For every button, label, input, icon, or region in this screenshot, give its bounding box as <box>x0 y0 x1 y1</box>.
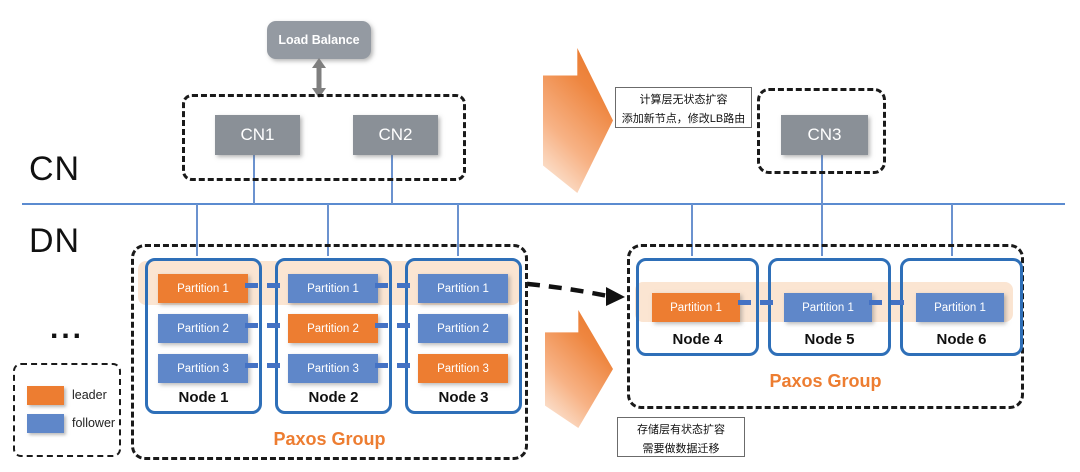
connector-line-node6 <box>951 204 953 256</box>
cn-layer-label: CN <box>29 150 81 188</box>
partition-box: Partition 2 <box>158 314 248 343</box>
left-paxos-group-box: Partition 1 Partition 2 Partition 3 Node… <box>131 244 528 460</box>
partition-label: Partition 2 <box>437 322 489 335</box>
connector-line-node4 <box>691 204 693 256</box>
cn1-label: CN1 <box>240 125 275 144</box>
partition-label: Partition 2 <box>177 322 229 335</box>
node1-label: Node 1 <box>178 389 229 406</box>
storage-scale-note-line2: 需要做数据迁移 <box>642 443 720 456</box>
follower-swatch-icon <box>27 414 64 433</box>
double-arrow-icon <box>312 58 326 98</box>
partition-box: Partition 1 <box>652 293 740 322</box>
node5-box: Partition 1 Node 5 <box>768 258 891 356</box>
compute-scale-note-line2: 添加新节点，修改LB路由 <box>621 113 746 126</box>
node3-box: Partition 1 Partition 2 Partition 3 Node… <box>405 258 522 414</box>
node1-box: Partition 1 Partition 2 Partition 3 Node… <box>145 258 262 414</box>
connector-line-node3 <box>457 204 459 256</box>
partition-label: Partition 1 <box>177 282 229 295</box>
partition-label: Partition 2 <box>307 322 359 335</box>
connector-line-node2 <box>327 204 329 256</box>
right-paxos-group-title: Paxos Group <box>769 371 882 391</box>
cn3-label: CN3 <box>807 125 842 144</box>
partition-box: Partition 3 <box>418 354 508 383</box>
partition-label: Partition 3 <box>437 362 489 375</box>
node2-label: Node 2 <box>308 389 359 406</box>
partition-label: Partition 1 <box>934 301 986 314</box>
left-paxos-group-title: Paxos Group <box>273 429 386 449</box>
node3-label: Node 3 <box>438 389 489 406</box>
right-paxos-group-box: Partition 1 Node 4 Partition 1 Node 5 Pa… <box>627 244 1024 409</box>
connector-line-node5 <box>821 204 823 256</box>
partition-box: Partition 2 <box>418 314 508 343</box>
cn-dn-divider-line <box>22 203 1065 205</box>
compute-scale-note-line1: 计算层无状态扩容 <box>639 94 728 106</box>
partition-label: Partition 3 <box>307 362 359 375</box>
load-balancer-label: Load Balance <box>278 33 360 47</box>
partition-label: Partition 3 <box>177 362 229 375</box>
leader-legend-label: leader <box>72 388 107 402</box>
follower-legend-label: follower <box>72 416 116 430</box>
connector-line-node1 <box>196 204 198 256</box>
partition-box: Partition 1 <box>916 293 1004 322</box>
partition-box: Partition 2 <box>288 314 378 343</box>
partition-box: Partition 3 <box>158 354 248 383</box>
replication-connector <box>738 300 781 305</box>
node4-label: Node 4 <box>672 331 723 348</box>
replication-connector <box>869 300 913 305</box>
legend-box: leader follower <box>13 363 121 457</box>
replication-connector <box>245 363 285 368</box>
partition-box: Partition 3 <box>288 354 378 383</box>
replication-connector <box>375 283 415 288</box>
replication-connector <box>375 323 415 328</box>
node2-box: Partition 1 Partition 2 Partition 3 Node… <box>275 258 392 414</box>
partition-box: Partition 1 <box>158 274 248 303</box>
partition-box: Partition 1 <box>288 274 378 303</box>
storage-scale-note: 存储层有状态扩容 需要做数据迁移 <box>617 417 745 457</box>
partition-label: Partition 1 <box>802 301 854 314</box>
connector-line-cn3 <box>821 152 823 204</box>
dn-layer-label: DN <box>29 222 81 260</box>
partition-box: Partition 1 <box>418 274 508 303</box>
node6-box: Partition 1 Node 6 <box>900 258 1023 356</box>
compute-scale-arrow-icon <box>543 48 613 193</box>
more-nodes-ellipsis: ... <box>50 312 85 345</box>
cn3-box: CN3 <box>781 115 868 155</box>
storage-scale-note-line1: 存储层有状态扩容 <box>637 424 725 436</box>
partition-box: Partition 1 <box>784 293 872 322</box>
partition-label: Partition 1 <box>437 282 489 295</box>
compute-scale-note: 计算层无状态扩容 添加新节点，修改LB路由 <box>615 87 752 128</box>
cn2-label: CN2 <box>378 125 413 144</box>
replication-connector <box>245 283 285 288</box>
node4-box: Partition 1 Node 4 <box>636 258 759 356</box>
storage-scale-arrow-icon <box>545 310 613 428</box>
node6-label: Node 6 <box>936 331 987 348</box>
partition-label: Partition 1 <box>670 301 722 314</box>
leader-swatch-icon <box>27 386 64 405</box>
replication-connector <box>245 323 285 328</box>
partition-label: Partition 1 <box>307 282 359 295</box>
load-balancer-box: Load Balance <box>267 21 371 59</box>
cn-group-box: CN1 CN2 <box>182 94 466 181</box>
replication-connector <box>375 363 415 368</box>
cn3-group-box: CN3 <box>757 88 886 174</box>
node5-label: Node 5 <box>804 331 855 348</box>
cn1-box: CN1 <box>215 115 300 155</box>
cn2-box: CN2 <box>353 115 438 155</box>
